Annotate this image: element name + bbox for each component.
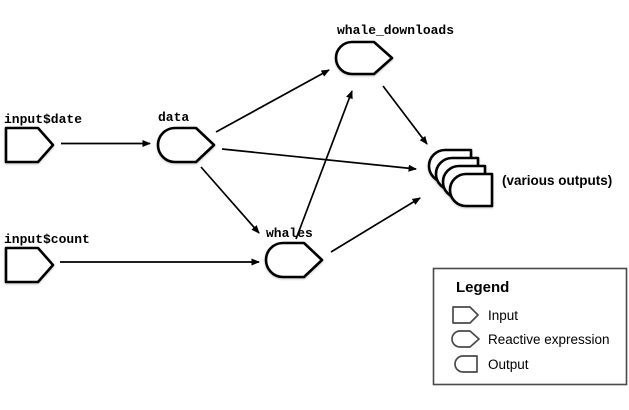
input-shape <box>4 246 55 284</box>
output-shape-icon <box>454 355 478 373</box>
legend-item-input: Input <box>452 306 518 324</box>
legend-title: Legend <box>456 279 509 296</box>
reactive-expression-shape <box>156 126 216 164</box>
node-input-count-label: input$count <box>4 232 90 247</box>
input-shape <box>4 126 55 164</box>
output-shape <box>448 172 494 208</box>
edge-whales-to-whale-downloads <box>295 90 353 240</box>
reactive-expression-shape <box>264 241 324 279</box>
various-outputs-label: (various outputs) <box>502 173 612 188</box>
node-input-count: input$count <box>4 232 90 284</box>
legend-item-reactive-expression: Reactive expression <box>451 330 610 348</box>
reactive-expression-shape <box>334 40 394 76</box>
node-input-date: input$date <box>4 112 82 164</box>
edge-data-to-outputs <box>221 148 417 172</box>
legend-item-reactive-expression-label: Reactive expression <box>488 332 610 347</box>
node-whales: whales <box>264 226 324 279</box>
node-data: data <box>156 110 216 164</box>
reactive-expression-shape-icon <box>451 330 480 348</box>
node-whales-label: whales <box>266 226 313 241</box>
edge-whales-to-outputs <box>330 197 421 253</box>
node-whale-downloads-label: whale_downloads <box>337 23 454 38</box>
legend-item-input-label: Input <box>488 308 518 323</box>
legend-item-output: Output <box>454 355 529 373</box>
legend: Legend Input Reactive expression Output <box>432 267 628 386</box>
legend-box <box>432 267 628 386</box>
legend-item-output-label: Output <box>488 357 529 372</box>
input-shape-icon <box>452 306 479 324</box>
edge-data-to-whales <box>200 166 260 234</box>
node-whale-downloads: whale_downloads <box>334 23 454 76</box>
edge-data-to-whale-downloads <box>215 69 330 133</box>
node-data-label: data <box>158 110 189 125</box>
node-input-date-label: input$date <box>4 112 82 127</box>
edge-whale-downloads-to-outputs <box>382 85 428 145</box>
edges <box>60 69 428 266</box>
node-outputs: (various outputs) <box>427 148 612 208</box>
